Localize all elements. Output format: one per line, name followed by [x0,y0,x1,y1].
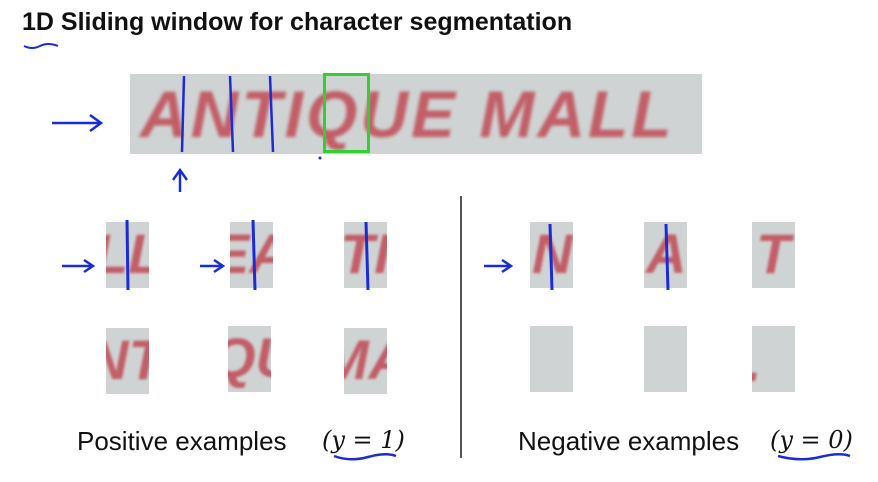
patch-text: EA [230,226,273,282]
patch-text: NT [106,332,149,388]
slide-title: 1D Sliding window for character segmenta… [22,8,573,36]
title-underline-ink [23,43,59,49]
boundary-line [180,75,186,153]
banner-image: ANTIQUE MALL [130,74,702,154]
boundary-line [125,219,130,291]
negative-patch: T [752,222,795,288]
arrow-right-icon [52,113,104,133]
sliding-window-box [323,73,370,153]
section-divider [460,196,462,458]
patch-text: MA [344,332,387,388]
positive-patch: NT [106,328,149,394]
positive-label: (y = 1) [322,426,405,454]
positive-patch: MA [344,328,387,394]
boundary-line [548,223,554,291]
banner-text: ANTIQUE MALL [140,77,675,151]
label-underline [777,453,851,461]
negative-patch [644,326,687,392]
negative-label: (y = 0) [770,426,853,454]
arrow-up-icon [171,167,189,192]
positive-patch: QU [228,326,271,392]
boundary-line [228,75,235,153]
boundary-line [268,75,275,153]
negative-patch: . [752,326,795,392]
arrow-right-icon [200,258,226,274]
label-underline [333,453,397,461]
patch-text: T [756,222,791,285]
patch-text: QU [228,330,271,386]
boundary-line [251,219,257,291]
positive-caption: Positive examples [77,426,287,456]
negative-caption: Negative examples [518,426,740,456]
positive-patch: EA [230,222,273,288]
boundary-line [664,223,670,291]
arrow-right-icon [62,258,96,274]
boundary-line [364,221,370,291]
patch-text: . [752,334,762,390]
negative-patch [530,326,573,392]
arrow-right-icon [484,258,514,274]
